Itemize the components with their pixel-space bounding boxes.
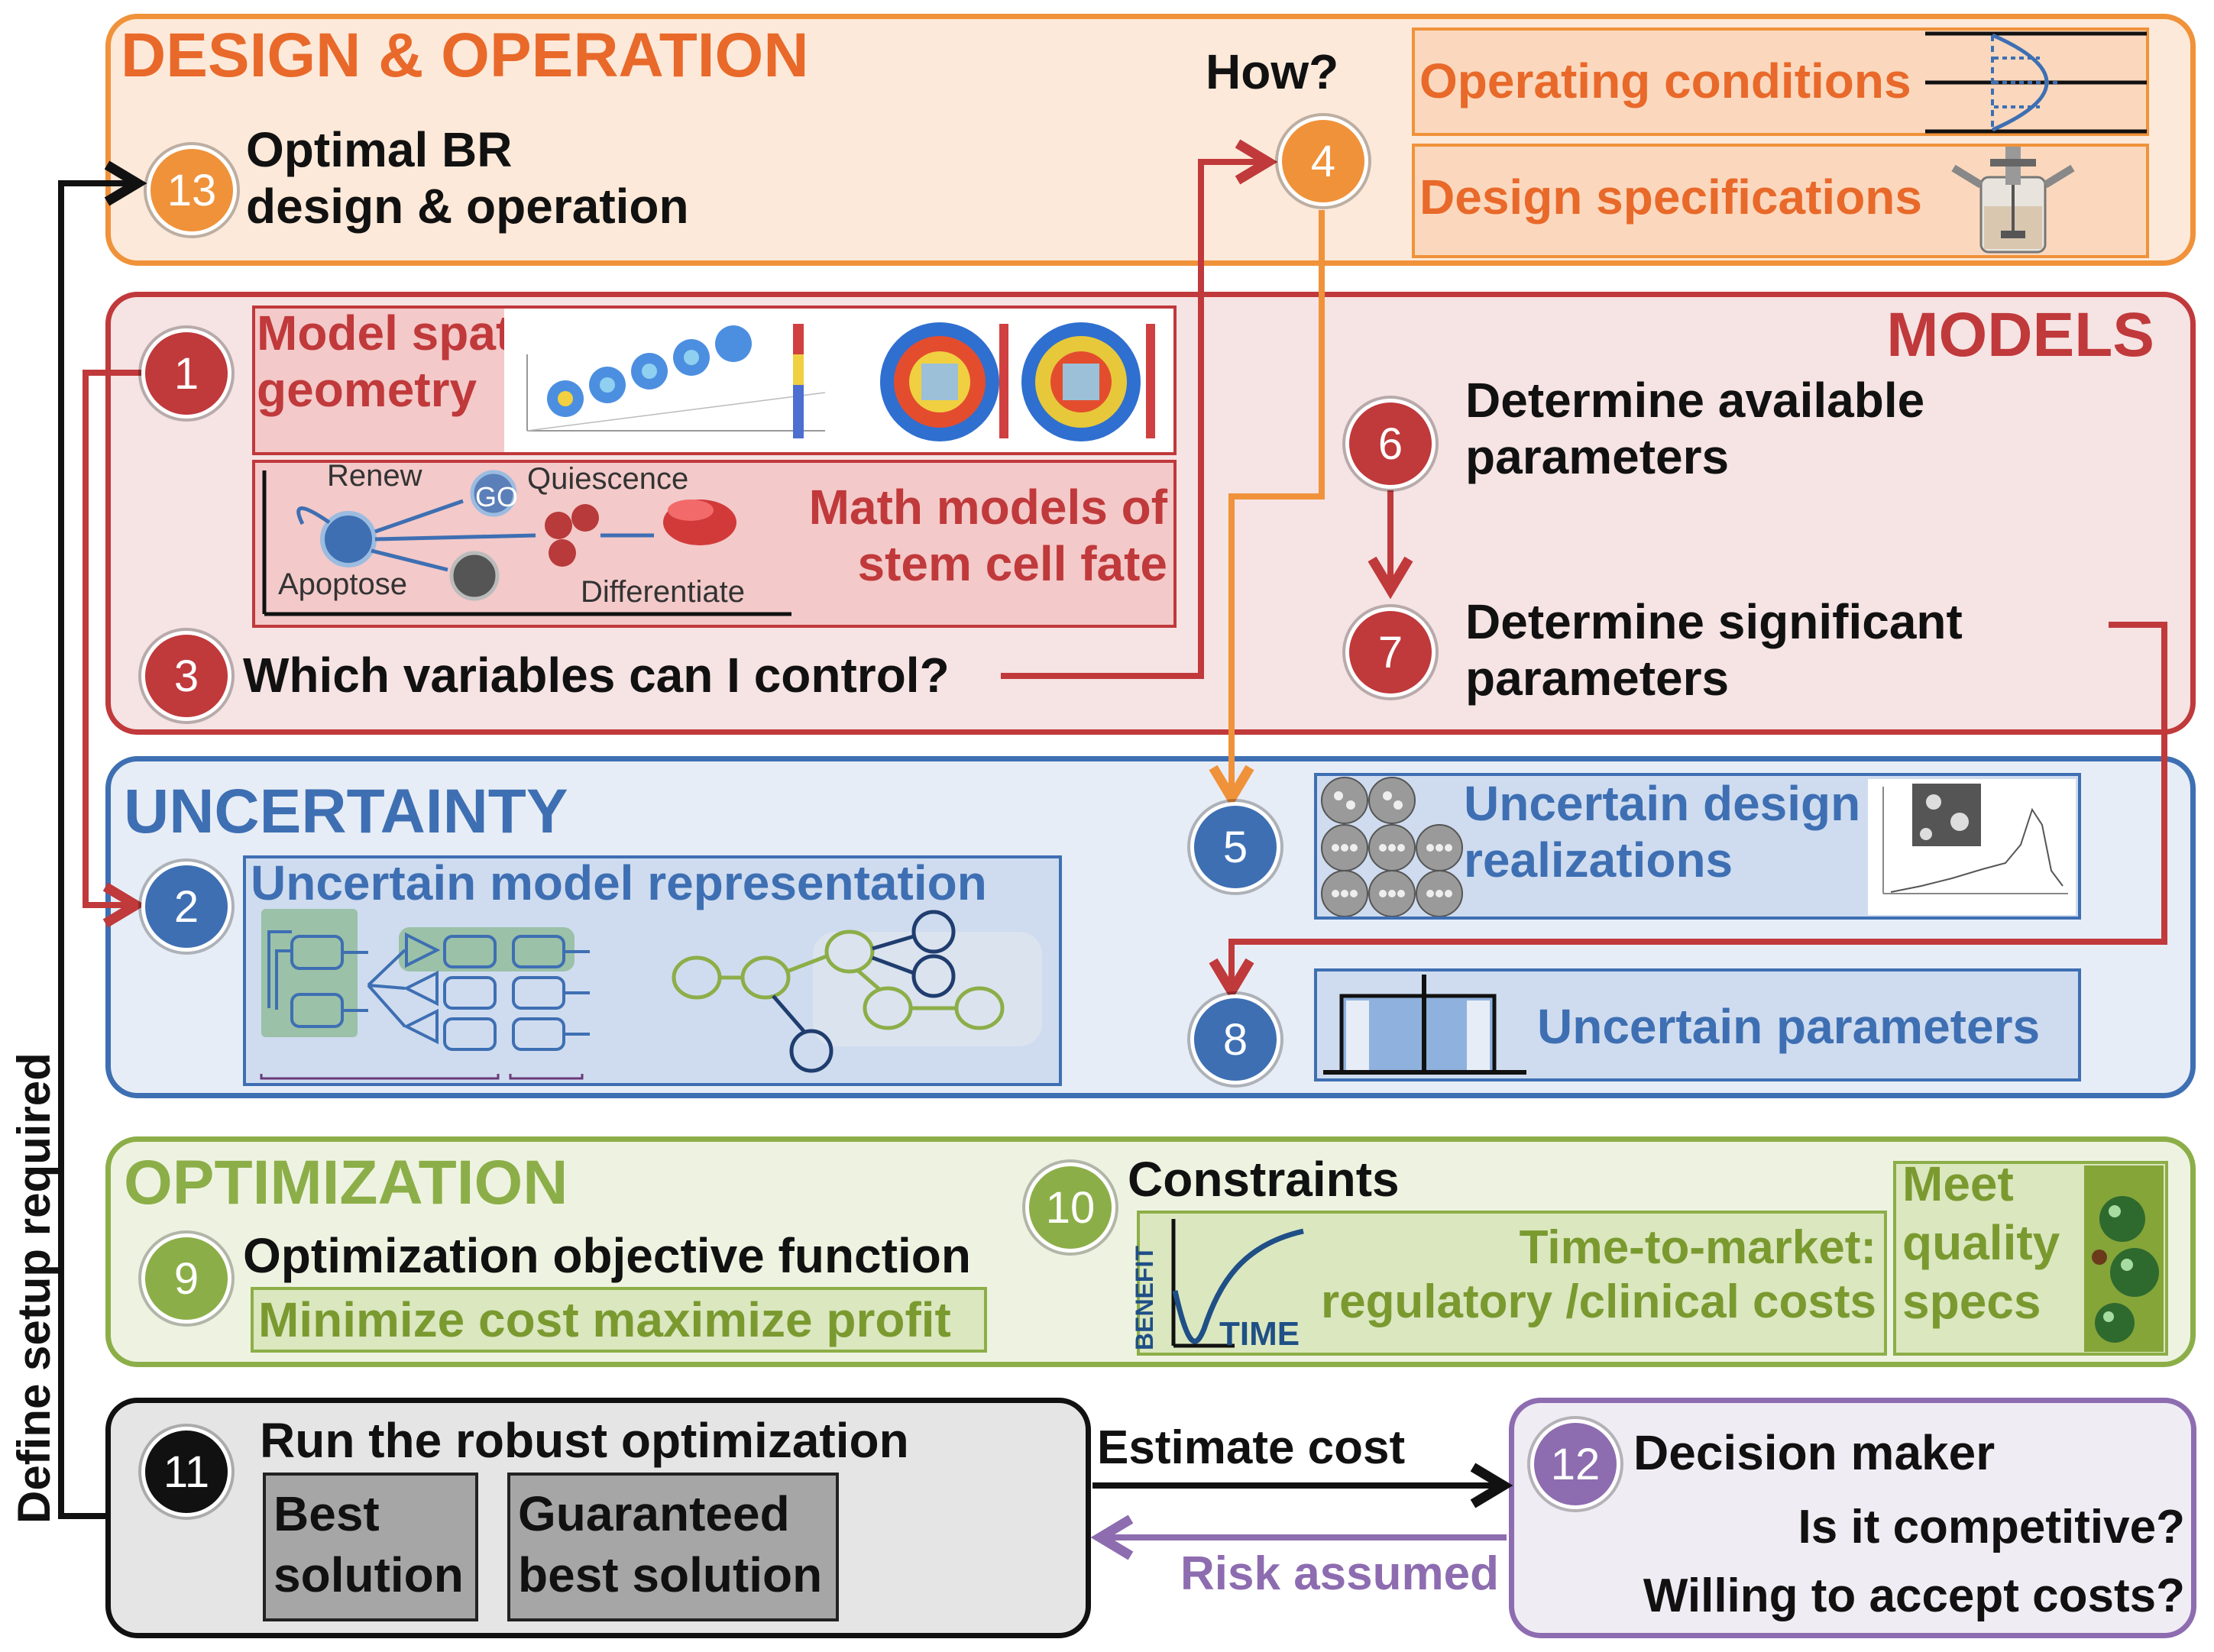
guaranteed-best-solution-label: Guaranteed best solution xyxy=(518,1483,822,1605)
uncertain-parameters-label: Uncertain parameters xyxy=(1537,999,2041,1054)
decision-maker-label: Decision maker xyxy=(1633,1425,1996,1480)
stem-cell-fate-box xyxy=(252,460,1177,628)
which-variables-label: Which variables can I control? xyxy=(243,648,950,703)
step-7-badge: 7 xyxy=(1345,607,1436,697)
step-6-badge: 6 xyxy=(1345,399,1436,489)
significant-parameters-label: Determine significant parameters xyxy=(1465,594,1963,706)
scaffold-grid-icon xyxy=(1321,777,1463,917)
operating-conditions-label: Operating conditions xyxy=(1419,53,1911,108)
apoptose-label: Apoptose xyxy=(278,567,408,601)
minimize-cost-box xyxy=(251,1287,987,1353)
go-label: GO xyxy=(475,481,519,512)
pore-distribution-plot xyxy=(1868,779,2076,915)
available-parameters-line1: Determine available xyxy=(1465,373,1925,428)
time-to-market-line2: regulatory /clinical costs xyxy=(1320,1275,1876,1329)
benefit-time-chart xyxy=(1171,1219,1304,1348)
step-13-badge: 13 xyxy=(147,145,237,235)
define-setup-label: Define setup required xyxy=(8,1052,60,1524)
arrow-1-to-2 xyxy=(83,370,146,928)
math-models-line1: Math models of xyxy=(808,480,1167,535)
constraints-label: Constraints xyxy=(1128,1152,1400,1207)
significant-parameters-line1: Determine significant xyxy=(1465,594,1963,649)
step-5-badge: 5 xyxy=(1190,802,1280,892)
best-solution-line1: Best xyxy=(274,1486,380,1541)
guaranteed-best-solution-line2: best solution xyxy=(518,1547,823,1602)
optimal-br-line1: Optimal BR xyxy=(246,122,513,177)
arrow-7-to-8 xyxy=(1209,622,2167,1001)
spatial-geometry-plots xyxy=(504,309,1173,452)
time-to-market-box xyxy=(1137,1211,1887,1356)
optimal-br-line2: design & operation xyxy=(246,178,689,234)
model-structure-diagram xyxy=(260,909,1042,1080)
bioreactor-icon xyxy=(1951,147,2075,254)
step-9-badge: 9 xyxy=(141,1233,231,1324)
uniform-distribution-icon xyxy=(1323,975,1526,1075)
benefit-axis-label: BENEFIT xyxy=(1131,1246,1158,1350)
cell-beads-photo-icon xyxy=(2084,1165,2164,1352)
available-parameters-label: Determine available parameters xyxy=(1465,373,1924,485)
arrow-4-to-5 xyxy=(1209,210,1325,808)
time-to-market-line1: Time-to-market: xyxy=(1519,1221,1876,1274)
step-3-badge: 3 xyxy=(141,631,231,721)
competitive-question: Is it competitive? xyxy=(1798,1501,2185,1553)
spatial-geometry-line2: geometry xyxy=(257,361,477,417)
decision-maker-panel xyxy=(1509,1398,2196,1638)
arrow-3-to-4 xyxy=(1001,139,1278,679)
risk-assumed-label: Risk assumed xyxy=(1180,1547,1499,1600)
differentiate-label: Differentiate xyxy=(581,575,745,609)
step-1-badge: 1 xyxy=(141,328,231,419)
step-10-badge: 10 xyxy=(1025,1162,1115,1253)
quality-specs-line2: quality xyxy=(1902,1214,2060,1270)
run-optimization-label: Run the robust optimization xyxy=(260,1413,909,1468)
renew-label: Renew xyxy=(327,459,422,493)
design-realizations-label: Uncertain design realizations xyxy=(1464,776,1860,888)
willing-question: Willing to accept costs? xyxy=(1643,1570,2185,1622)
step-2-badge: 2 xyxy=(141,862,231,952)
best-solution-box xyxy=(263,1473,478,1621)
step-11-badge: 11 xyxy=(141,1427,231,1517)
significant-parameters-line2: parameters xyxy=(1465,650,1730,706)
math-models-line2: stem cell fate xyxy=(857,535,1167,591)
models-title: MODELS xyxy=(1886,300,2154,370)
design-realizations-line1: Uncertain design xyxy=(1464,776,1861,831)
quiescence-label: Quiescence xyxy=(527,462,689,496)
how-label: How? xyxy=(1206,44,1339,99)
stem-cell-fate-diagram xyxy=(262,470,791,616)
guaranteed-best-solution-box xyxy=(507,1473,839,1621)
spatial-geometry-label: Model spatial geometry xyxy=(257,306,566,418)
arrow-define-setup xyxy=(58,160,147,1519)
step-12-badge: 12 xyxy=(1530,1419,1620,1509)
design-operation-title: DESIGN & OPERATION xyxy=(121,21,809,90)
time-to-market-label: Time-to-market: regulatory /clinical cos… xyxy=(1321,1220,1876,1330)
step-4-badge: 4 xyxy=(1278,116,1368,206)
best-solution-line2: solution xyxy=(274,1547,464,1602)
objective-function-label: Optimization objective function xyxy=(243,1228,971,1283)
step-8-badge: 8 xyxy=(1190,994,1280,1085)
flow-profile-icon xyxy=(1925,31,2147,134)
quality-specs-label: Meet quality specs xyxy=(1902,1155,2060,1330)
estimate-cost-label: Estimate cost xyxy=(1097,1421,1406,1474)
design-realizations-line2: realizations xyxy=(1464,832,1733,887)
quality-specs-line1: Meet xyxy=(1902,1156,2014,1211)
available-parameters-line2: parameters xyxy=(1465,428,1730,484)
uncertainty-title: UNCERTAINTY xyxy=(124,777,568,846)
model-representation-label: Uncertain model representation xyxy=(251,855,987,910)
time-axis-label: TIME xyxy=(1219,1315,1300,1353)
optimal-br-label: Optimal BR design & operation xyxy=(246,122,689,234)
optimization-title: OPTIMIZATION xyxy=(124,1148,568,1217)
guaranteed-best-solution-line1: Guaranteed xyxy=(518,1486,790,1541)
best-solution-label: Best solution xyxy=(274,1483,464,1605)
quality-specs-line3: specs xyxy=(1902,1273,2041,1329)
minimize-cost-label: Minimize cost maximize profit xyxy=(258,1292,951,1347)
design-specifications-label: Design specifications xyxy=(1419,170,1922,225)
math-models-label: Math models of stem cell fate xyxy=(809,480,1167,592)
